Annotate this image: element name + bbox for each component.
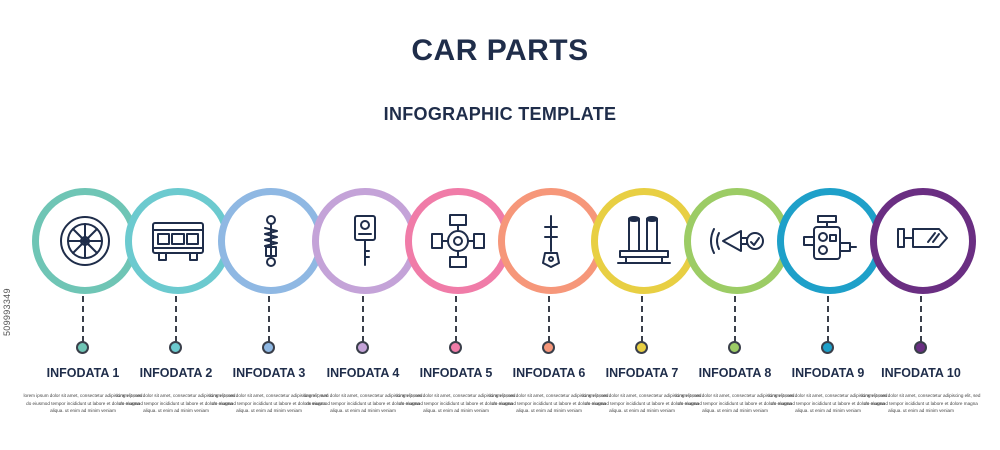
step-dot [914, 341, 927, 354]
chassis-icon [431, 214, 485, 268]
step-ring [870, 188, 976, 294]
step-description: lorem ipsum dolor sit amet, consectetur … [303, 393, 423, 413]
step-label: INFODATA 8 [698, 366, 772, 380]
step-label: INFODATA 1 [46, 366, 120, 380]
step-connector [734, 296, 736, 342]
step-dot [169, 341, 182, 354]
step-5: INFODATA 5 lorem ipsum dolor sit amet, c… [397, 186, 515, 416]
step-connector [827, 296, 829, 342]
step-label: INFODATA 7 [605, 366, 679, 380]
step-label: INFODATA 5 [419, 366, 493, 380]
step-connector [268, 296, 270, 342]
step-dot [821, 341, 834, 354]
step-dot [728, 341, 741, 354]
step-label: INFODATA 10 [881, 366, 961, 380]
step-connector [548, 296, 550, 342]
step-ring [312, 188, 418, 294]
step-connector [362, 296, 364, 342]
step-4: INFODATA 4 lorem ipsum dolor sit amet, c… [304, 186, 422, 416]
step-connector [641, 296, 643, 342]
step-connector [175, 296, 177, 342]
page-subtitle: INFOGRAPHIC TEMPLATE [383, 104, 617, 124]
car-key-icon [354, 215, 376, 266]
step-label: INFODATA 4 [326, 366, 400, 380]
step-connector [82, 296, 84, 342]
step-dot [635, 341, 648, 354]
step-description: lorem ipsum dolor sit amet, consectetur … [396, 393, 516, 413]
step-description: lorem ipsum dolor sit amet, consectetur … [116, 393, 236, 413]
step-ring [405, 188, 511, 294]
step-dot [542, 341, 555, 354]
step-description: lorem ipsum dolor sit amet, consectetur … [209, 393, 329, 413]
wheel-icon [60, 216, 110, 266]
side-mirror-icon [897, 228, 948, 248]
gear-stick-icon [542, 215, 560, 268]
step-connector [455, 296, 457, 342]
step-description: lorem ipsum dolor sit amet, consectetur … [675, 393, 795, 413]
step-1: INFODATA 1 lorem ipsum dolor sit amet, c… [24, 186, 142, 416]
step-description: lorem ipsum dolor sit amet, consectetur … [582, 393, 702, 413]
exhaust-pipes-icon [617, 216, 671, 264]
horn-icon [710, 228, 764, 254]
page-title: CAR PARTS [411, 34, 589, 67]
step-dot [76, 341, 89, 354]
step-8: INFODATA 8 lorem ipsum dolor sit amet, c… [676, 186, 794, 416]
step-connector [920, 296, 922, 342]
step-dot [449, 341, 462, 354]
step-ring [684, 188, 790, 294]
step-description: lorem ipsum dolor sit amet, consectetur … [489, 393, 609, 413]
step-label: INFODATA 3 [232, 366, 306, 380]
stock-image-id: 509993349 [2, 288, 12, 336]
step-dot [262, 341, 275, 354]
step-dot [356, 341, 369, 354]
step-label: INFODATA 6 [512, 366, 586, 380]
step-description: lorem ipsum dolor sit amet, consectetur … [768, 393, 888, 413]
step-description: lorem ipsum dolor sit amet, consectetur … [23, 393, 143, 413]
shock-absorber-icon [264, 215, 278, 267]
bus-front-icon [152, 222, 204, 261]
engine-icon [803, 215, 857, 260]
step-description: lorem ipsum dolor sit amet, consectetur … [861, 393, 981, 413]
step-10: INFODATA 10 lorem ipsum dolor sit amet, … [862, 186, 980, 416]
step-ring [218, 188, 324, 294]
step-ring [32, 188, 138, 294]
step-label: INFODATA 9 [791, 366, 865, 380]
step-label: INFODATA 2 [139, 366, 213, 380]
